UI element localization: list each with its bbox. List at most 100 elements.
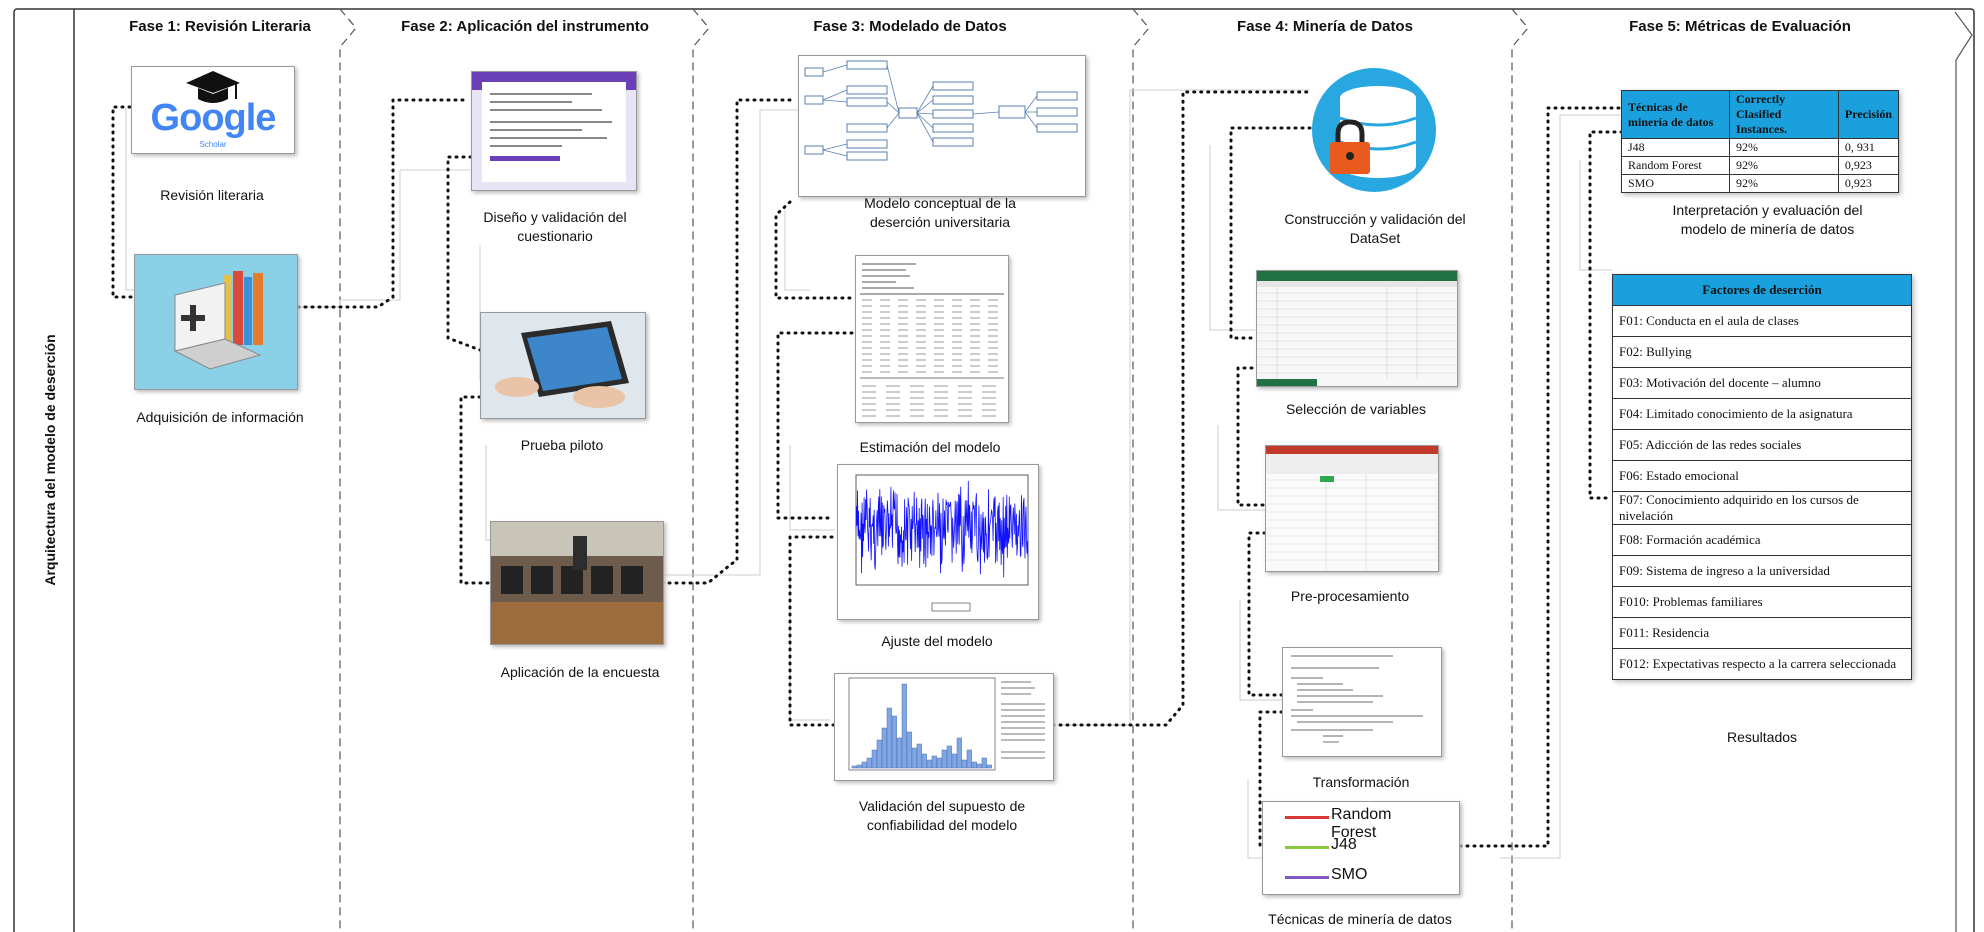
label-resultados: Resultados xyxy=(1726,729,1798,745)
legend-swatch xyxy=(1285,876,1329,879)
legend-swatch xyxy=(1285,816,1329,819)
questionnaire-thumbnail xyxy=(471,71,637,191)
histogram-bar xyxy=(951,753,957,769)
factor-cell: F02: Bullying xyxy=(1612,336,1912,368)
factor-cell: F03: Motivación del docente – alumno xyxy=(1612,367,1912,399)
google-scholar-thumbnail: Google Scholar xyxy=(131,66,295,154)
label-interpretacion: Interpretación y evaluación del modelo d… xyxy=(1672,202,1863,237)
histogram-bar xyxy=(896,737,902,769)
histogram-bar xyxy=(976,763,982,769)
histogram-bar xyxy=(936,757,942,769)
table-row: F05: Adicción de las redes sociales xyxy=(1612,429,1912,461)
histogram-bar xyxy=(981,757,987,769)
table-row: F07: Conocimiento adquirido en los curso… xyxy=(1612,491,1912,525)
table-cell: J48 xyxy=(1621,138,1730,157)
histogram-thumbnail xyxy=(834,673,1054,781)
factors-table: Factores de deserción F01: Conducta en e… xyxy=(1612,274,1912,680)
factor-cell: F05: Adicción de las redes sociales xyxy=(1612,429,1912,461)
weka-output-thumbnail xyxy=(1282,647,1442,757)
table-row: F06: Estado emocional xyxy=(1612,460,1912,492)
histogram-bar xyxy=(986,764,992,769)
histogram-bar xyxy=(921,753,927,769)
metrics-table-header: Técnicas de minería de datos Correctly C… xyxy=(1621,90,1900,139)
tablet-hand-icon xyxy=(481,313,645,418)
histogram-bar xyxy=(871,749,877,769)
histogram-bar xyxy=(906,731,912,769)
label-preprocesamiento: Pre-procesamiento xyxy=(1290,588,1410,604)
histogram-bar xyxy=(941,749,947,769)
histogram-bar xyxy=(856,764,862,769)
techniques-legend: Random Forest J48 SMO xyxy=(1262,801,1460,895)
table-row: F04: Limitado conocimiento de la asignat… xyxy=(1612,398,1912,430)
laptop-books-icon xyxy=(173,271,263,370)
histogram-bar xyxy=(966,749,972,769)
histogram-bar xyxy=(886,707,892,769)
histogram-bar xyxy=(881,727,887,769)
factor-cell: F08: Formación académica xyxy=(1612,524,1912,556)
table-row: Random Forest 92% 0,923 xyxy=(1621,156,1900,175)
graduation-cap-icon xyxy=(186,71,240,103)
table-row: F012: Expectativas respecto a la carrera… xyxy=(1612,648,1912,680)
metrics-header-cell: Técnicas de minería de datos xyxy=(1621,90,1730,139)
computer-lab-thumbnail xyxy=(490,521,664,645)
table-row: F08: Formación académica xyxy=(1612,524,1912,556)
metrics-header-cell: Correctly Clasified Instances. xyxy=(1729,90,1839,139)
table-cell: 92% xyxy=(1729,156,1839,175)
table-row: F03: Motivación del docente – alumno xyxy=(1612,367,1912,399)
factors-table-header: Factores de deserción xyxy=(1612,274,1912,306)
table-cell: 0,923 xyxy=(1837,156,1900,175)
phase-3-title: Fase 3: Modelado de Datos xyxy=(813,18,1007,35)
table-row: F01: Conducta en el aula de clases xyxy=(1612,305,1912,337)
label-validacion: Validación del supuesto de confiabilidad… xyxy=(858,798,1026,833)
table-cell: SMO xyxy=(1621,174,1730,193)
metrics-header-cell: Precisión xyxy=(1837,90,1900,139)
label-prueba-piloto: Prueba piloto xyxy=(520,437,604,453)
label-adquisicion: Adquisición de información xyxy=(136,409,304,425)
legend-label: J48 xyxy=(1331,836,1357,853)
histogram-bar xyxy=(916,743,922,769)
factor-cell: F06: Estado emocional xyxy=(1612,460,1912,492)
table-row: F09: Sistema de ingreso a la universidad xyxy=(1612,555,1912,587)
histogram-bar xyxy=(876,739,882,769)
factor-cell: F012: Expectativas respecto a la carrera… xyxy=(1612,648,1912,680)
histogram-bar xyxy=(911,747,917,769)
label-estimacion: Estimación del modelo xyxy=(859,439,1001,455)
factor-cell: F010: Problemas familiares xyxy=(1612,586,1912,618)
table-cell: 0, 931 xyxy=(1837,138,1900,157)
legend-label: SMO xyxy=(1331,866,1368,883)
phase-5-title: Fase 5: Métricas de Evaluación xyxy=(1629,18,1851,35)
factor-cell: F07: Conocimiento adquirido en los curso… xyxy=(1612,491,1912,525)
database-lock-icon xyxy=(1308,68,1441,193)
label-ajuste: Ajuste del modelo xyxy=(881,633,993,649)
label-transformacion: Transformación xyxy=(1312,774,1410,790)
tablet-thumbnail xyxy=(480,312,646,419)
factor-cell: F09: Sistema de ingreso a la universidad xyxy=(1612,555,1912,587)
label-construccion-dataset: Construcción y validación del DataSet xyxy=(1284,211,1466,246)
phase-4-title: Fase 4: Minería de Datos xyxy=(1237,18,1413,35)
legend-label: Random Forest xyxy=(1331,806,1392,841)
factor-cell: F04: Limitado conocimiento de la asignat… xyxy=(1612,398,1912,430)
table-cell: 92% xyxy=(1729,138,1839,157)
google-logo: Google xyxy=(150,97,277,139)
histogram-bar xyxy=(861,761,867,769)
table-cell: 92% xyxy=(1729,174,1839,193)
fit-chart-thumbnail xyxy=(837,464,1039,620)
table-row: F010: Problemas familiares xyxy=(1612,586,1912,618)
side-title: Arquitectura del modelo de deserción xyxy=(42,334,58,586)
table-row: F011: Residencia xyxy=(1612,617,1912,649)
phase-2-title: Fase 2: Aplicación del instrumento xyxy=(401,18,649,35)
label-diseno-cuestionario: Diseño y validación del cuestionario xyxy=(483,209,627,244)
label-tecnicas-mineria: Técnicas de minería de datos xyxy=(1268,911,1452,927)
phase-1-title: Fase 1: Revisión Literaria xyxy=(129,18,311,35)
label-modelo-conceptual: Modelo conceptual de la deserción univer… xyxy=(864,195,1016,230)
computer-lab-icon xyxy=(491,522,663,644)
label-aplicacion-encuesta: Aplicación de la encuesta xyxy=(500,664,660,680)
table-cell: Random Forest xyxy=(1621,156,1730,175)
table-row: SMO 92% 0,923 xyxy=(1621,174,1900,193)
scholar-label: Scholar xyxy=(199,140,227,149)
histogram-bar xyxy=(901,683,907,769)
laptop-books-thumbnail xyxy=(134,254,298,390)
histogram-bar xyxy=(851,765,857,769)
histogram-bar xyxy=(956,737,962,769)
label-seleccion-variables: Selección de variables xyxy=(1285,401,1427,417)
